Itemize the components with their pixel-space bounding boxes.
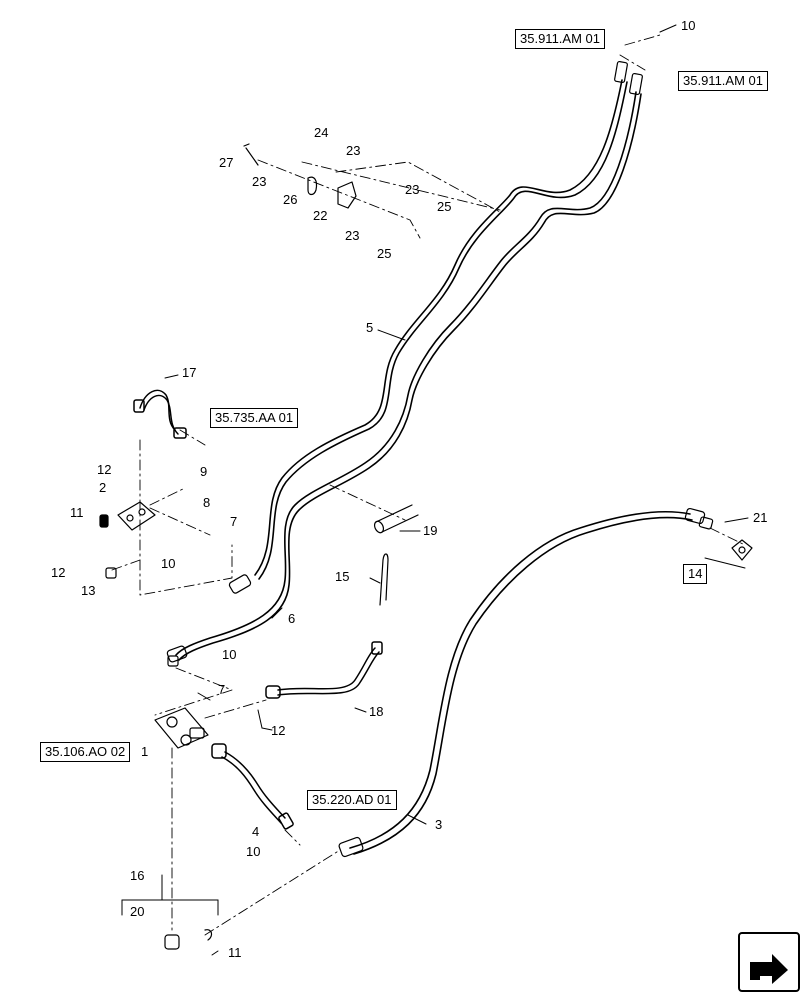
- callout-23: 23: [405, 182, 420, 197]
- callout-7: 7: [218, 682, 226, 697]
- hose-17: [133, 389, 187, 439]
- callout-8: 8: [203, 495, 211, 510]
- callout-10: 10: [161, 556, 176, 571]
- plate-21: [731, 539, 753, 561]
- callout-25: 25: [437, 199, 452, 214]
- callout-23: 23: [345, 228, 360, 243]
- fitting-13: [105, 567, 117, 579]
- callout-27: 27: [219, 155, 234, 170]
- callout-4: 4: [252, 824, 260, 839]
- callout-18: 18: [369, 704, 384, 719]
- valve-block-2: [99, 501, 156, 531]
- fitting-20: [164, 929, 213, 950]
- alignment-lines: [111, 34, 746, 936]
- hose-5: [254, 79, 628, 580]
- reference-box-35-911-am-01-top[interactable]: 35.911.AM 01: [515, 29, 605, 49]
- callout-3: 3: [435, 817, 443, 832]
- callout-17: 17: [182, 365, 197, 380]
- hose-3: [349, 511, 693, 855]
- callout-13: 13: [81, 583, 96, 598]
- hose-3-fittings: [338, 507, 714, 858]
- next-page-arrow-icon[interactable]: [738, 932, 800, 992]
- clip-26: [307, 176, 318, 196]
- callout-5: 5: [366, 320, 374, 335]
- callout-24: 24: [314, 125, 329, 140]
- callout-23: 23: [252, 174, 267, 189]
- callout-16: 16: [130, 868, 145, 883]
- reference-box-35-220-ad-01[interactable]: 35.220.AD 01: [307, 790, 397, 810]
- leader-lines: [121, 24, 749, 956]
- hose-5-bottom-fitting: [228, 574, 252, 594]
- callout-21: 21: [753, 510, 768, 525]
- callout-2: 2: [99, 480, 107, 495]
- callout-12: 12: [51, 565, 66, 580]
- callout-10: 10: [246, 844, 261, 859]
- reference-box-14[interactable]: 14: [683, 564, 708, 584]
- callout-12: 12: [97, 462, 112, 477]
- callout-12: 12: [271, 723, 286, 738]
- callout-22: 22: [313, 208, 328, 223]
- callout-1: 1: [141, 744, 149, 759]
- reference-box-35-106-ao-02[interactable]: 35.106.AO 02: [40, 742, 131, 762]
- callout-20: 20: [130, 904, 145, 919]
- hose-6: [175, 91, 642, 661]
- bolt-27: [243, 143, 259, 166]
- hose-18: [265, 641, 383, 699]
- hose-5-top-fitting: [614, 61, 643, 95]
- callout-19: 19: [423, 523, 438, 538]
- callout-15: 15: [335, 569, 350, 584]
- reference-box-35-911-am-01-right[interactable]: 35.911.AM 01: [678, 71, 768, 91]
- hose-4: [211, 743, 294, 830]
- clip-15: [379, 553, 389, 606]
- callout-23: 23: [346, 143, 361, 158]
- callout-6: 6: [288, 611, 296, 626]
- valve-block-1: [154, 707, 209, 749]
- callout-10: 10: [222, 647, 237, 662]
- callout-10: 10: [681, 18, 696, 33]
- reference-box-35-735-aa-01[interactable]: 35.735.AA 01: [210, 408, 299, 428]
- hose-6-bottom-fitting: [166, 645, 188, 667]
- callout-9: 9: [200, 464, 208, 479]
- callout-25: 25: [377, 246, 392, 261]
- callout-7: 7: [230, 514, 238, 529]
- callout-26: 26: [283, 192, 298, 207]
- bracket-22: [337, 181, 357, 209]
- sleeve-19: [373, 504, 419, 534]
- callout-11: 11: [70, 505, 84, 520]
- callout-11: 11: [228, 945, 242, 960]
